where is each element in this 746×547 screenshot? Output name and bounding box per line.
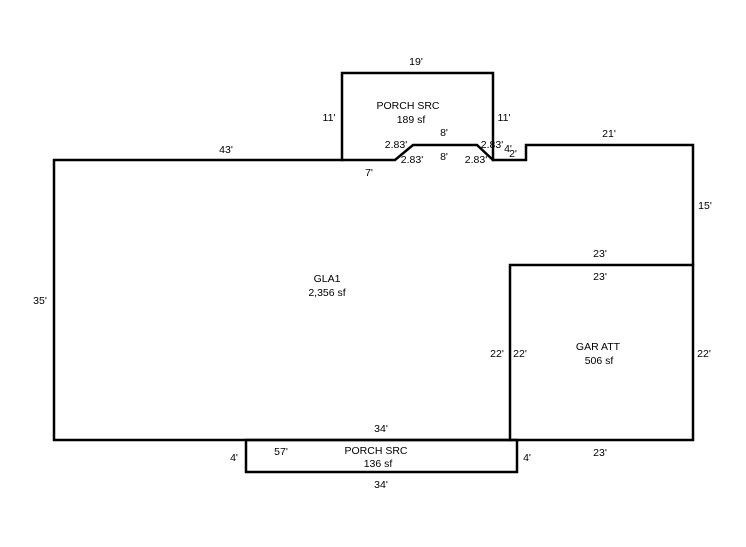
dim-porch-top-left: 11' [323,112,336,124]
dim-right-upper-wall: 15' [698,200,712,212]
porch-bottom-area: 136 sf [364,458,393,470]
dim-garage-bottom: 23' [593,447,607,459]
dim-bay-top: 8' [440,127,448,139]
dim-bay-left-upper: 2.83' [385,139,407,151]
dim-garage-top-inner: 23' [593,271,607,283]
dim-bay-left-lower: 2.83' [401,154,423,166]
dim-porch-bottom-width: 34' [374,479,388,491]
garage-name: GAR ATT [576,341,621,353]
dim-garage-top-outer: 23' [593,248,607,260]
gla1-name: GLA1 [314,273,341,285]
dim-porch-top-width: 19' [409,56,423,68]
porch-top-name: PORCH SRC [376,100,439,112]
dim-notch-2: 2' [509,148,517,160]
dim-bottom-total: 57' [274,446,288,458]
dim-garage-right: 22' [697,348,711,360]
dim-top-left-wall: 43' [219,144,233,156]
dim-bay-bottom: 8' [440,151,448,163]
dim-porch-bottom-left: 4' [230,452,238,464]
dim-top-right-wall: 21' [602,128,616,140]
garage-area: 506 sf [585,355,614,367]
dim-garage-left-inner: 22' [513,348,527,360]
dim-left-wall: 35' [33,295,47,307]
dim-porch-gap: 7' [365,167,373,179]
gla1-outline [52,143,695,442]
porch-top-outline [340,71,495,162]
dim-porch-top-right: 11' [498,112,511,124]
dim-bay-right-lower: 2.83' [465,154,487,166]
gla1-area: 2,356 sf [308,287,345,299]
dim-gla-bottom: 34' [374,423,388,435]
porch-top-area: 189 sf [397,114,426,126]
dim-notch-4: 4' [504,143,512,155]
porch-bottom-outline [244,438,519,474]
porch-bottom-name: PORCH SRC [344,445,407,457]
dim-bay-right-upper: 2.83' [481,139,503,151]
dim-porch-bottom-right: 4' [523,452,531,464]
dim-garage-left-outer: 22' [490,348,504,360]
garage-outline [508,263,695,442]
